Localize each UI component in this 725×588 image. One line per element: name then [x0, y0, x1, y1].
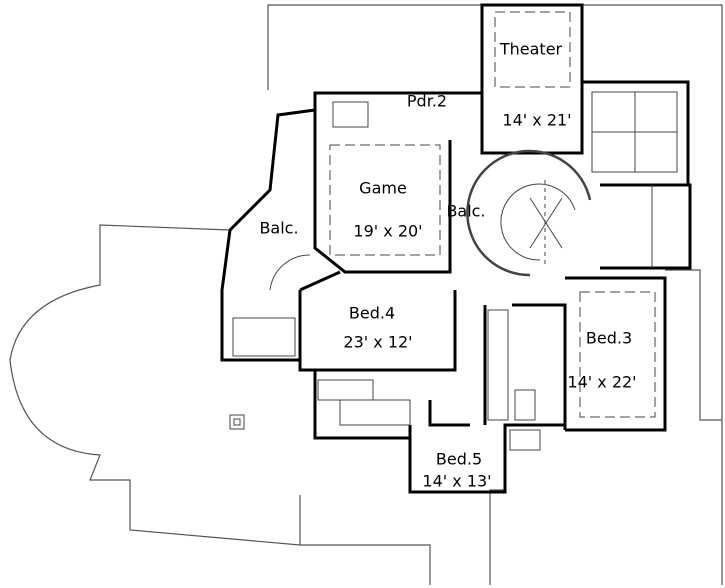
room-label-bed4: Bed.4 [348, 303, 396, 323]
room-label-balc-left: Balc. [259, 218, 299, 238]
room-label-theater: Theater [499, 39, 563, 59]
room-size-theater: 14' x 21' [502, 110, 572, 130]
interior-details [229, 11, 678, 451]
roof-outline [9, 4, 723, 585]
room-label-game: Game [359, 178, 407, 198]
room-size-game: 19' x 20' [353, 221, 423, 241]
room-size-bed5: 14' x 13' [422, 471, 492, 491]
room-label-bed3: Bed.3 [585, 328, 633, 348]
room-label-bed5: Bed.5 [435, 449, 483, 469]
walls [220, 3, 692, 494]
room-size-bed3: 14' x 22' [567, 372, 637, 392]
room-size-bed4: 23' x 12' [343, 332, 413, 352]
room-label-balc-center: Balc. [446, 201, 486, 221]
room-label-pdr2: Pdr.2 [406, 91, 448, 111]
